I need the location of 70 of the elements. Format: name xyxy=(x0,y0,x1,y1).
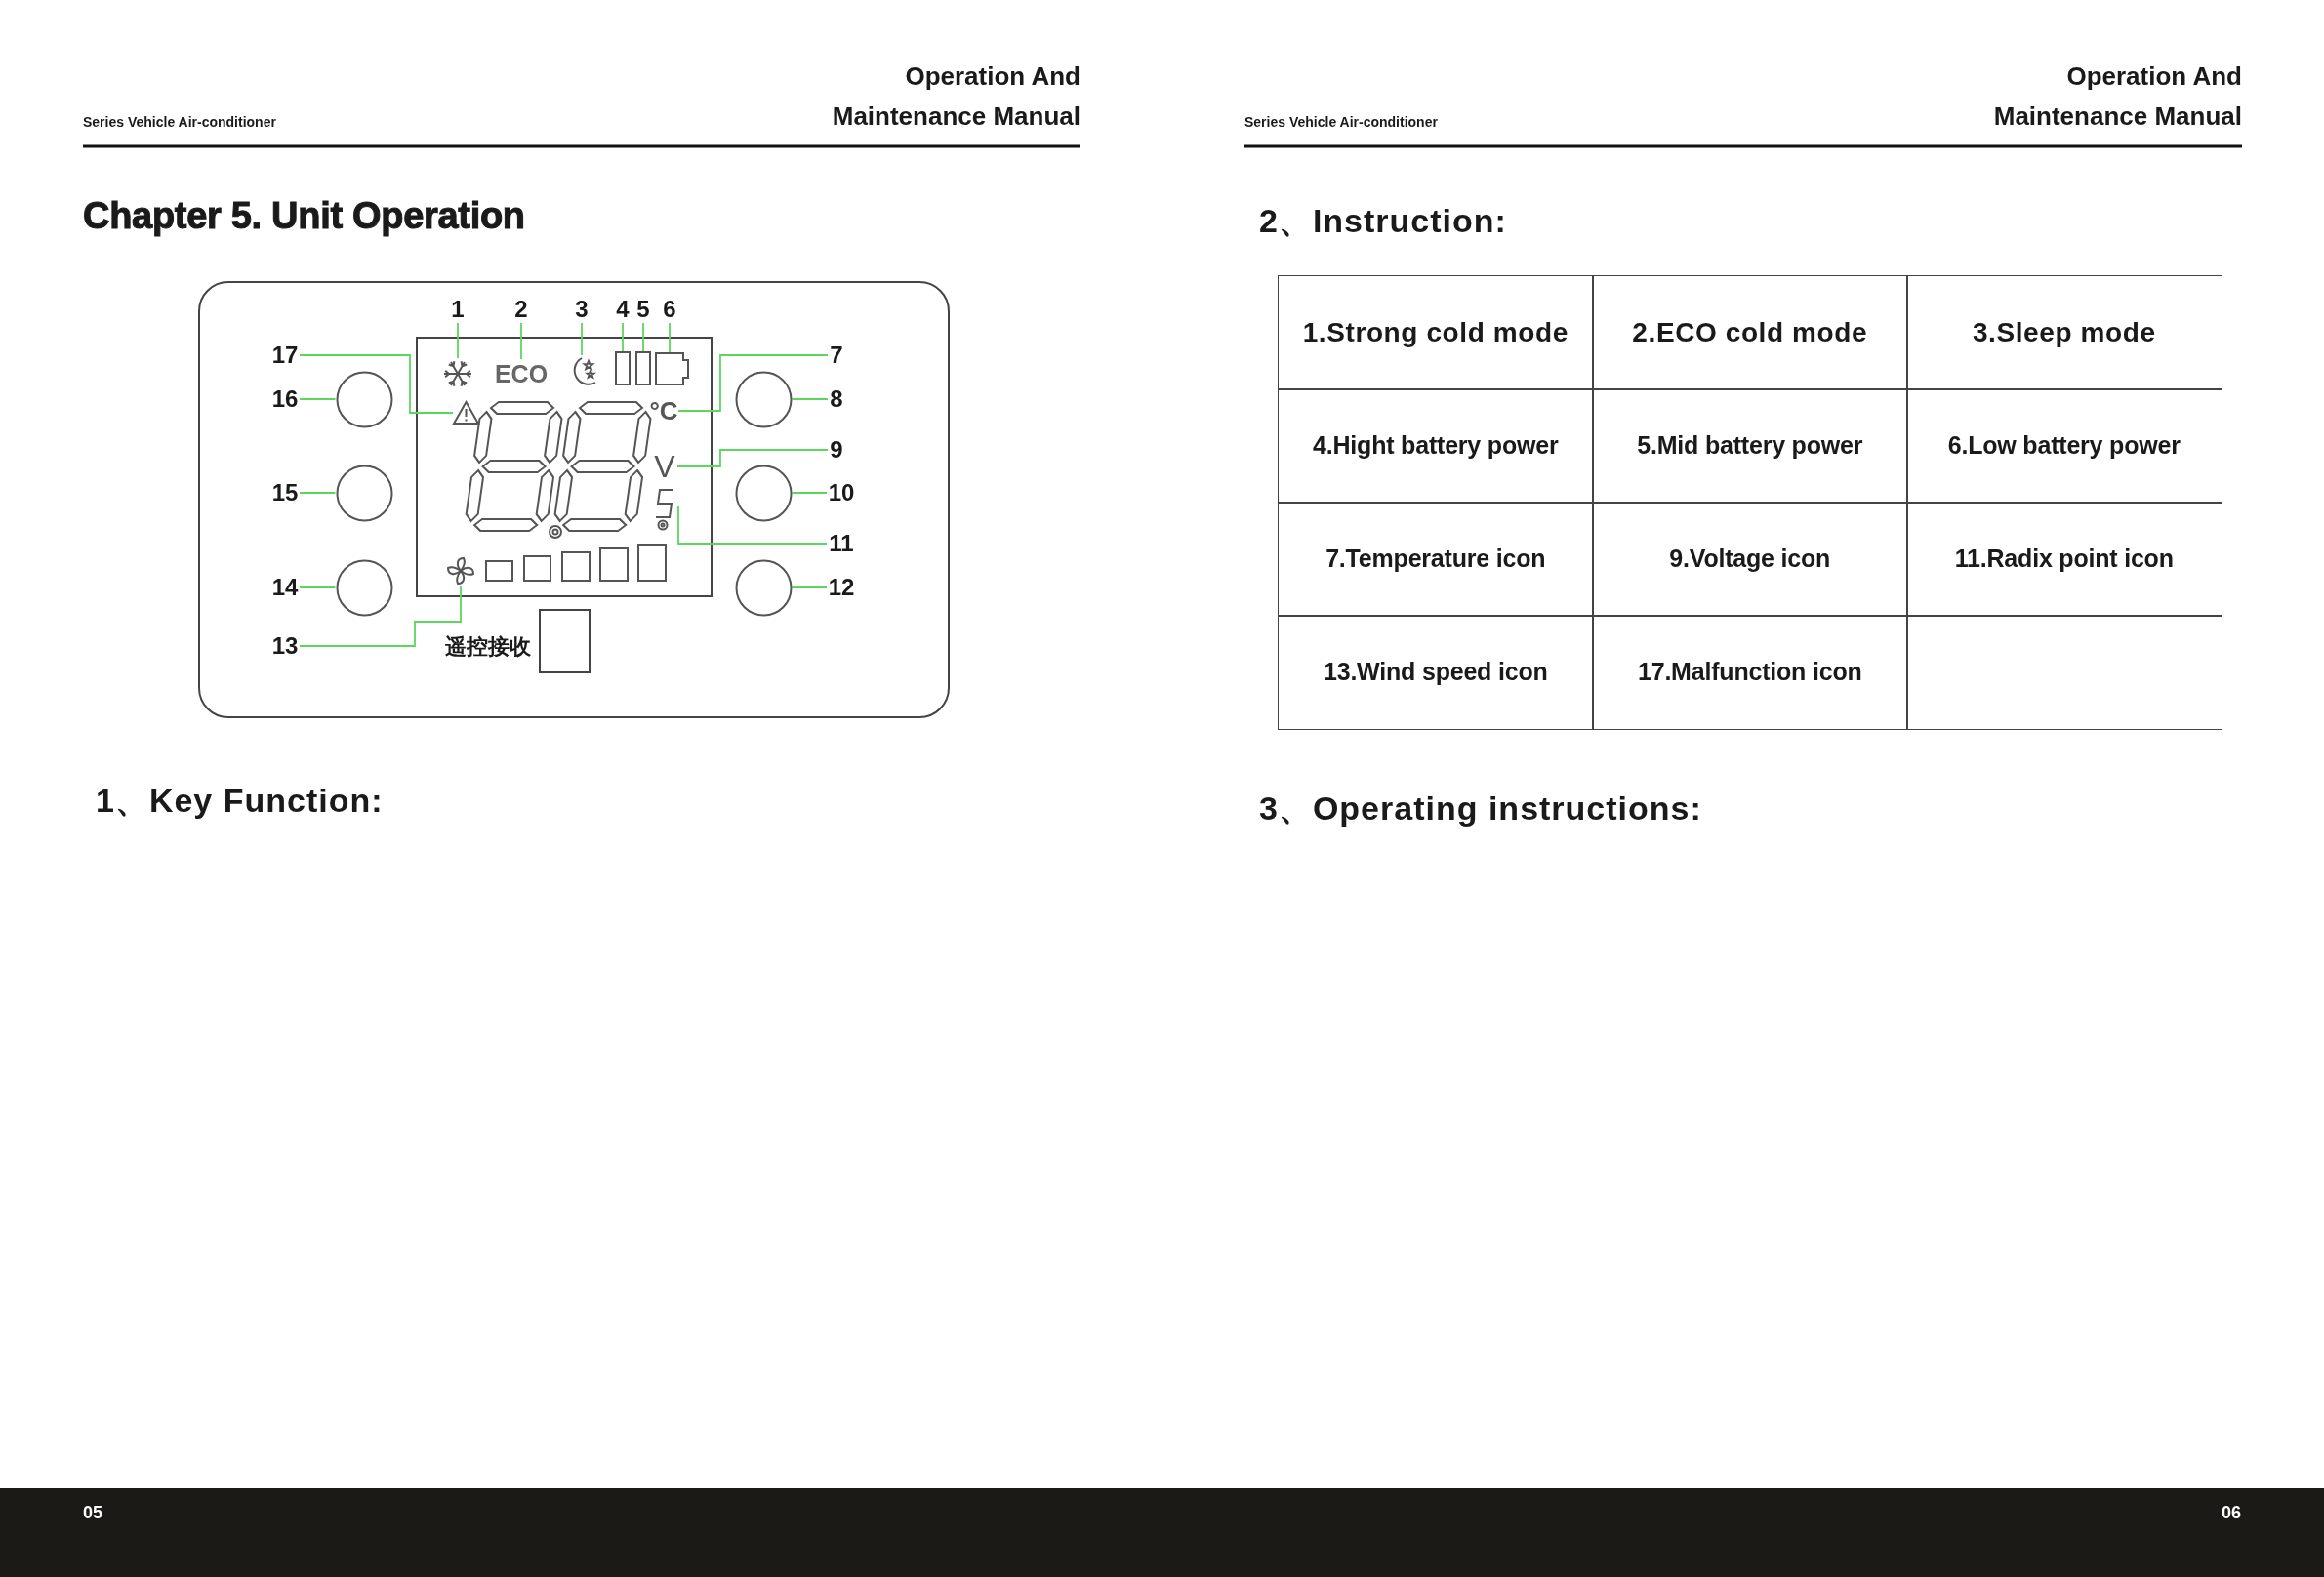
page-number: 06 xyxy=(2220,1503,2241,1523)
leader-line xyxy=(669,322,671,353)
table-cell: 9.Voltage icon xyxy=(1592,502,1908,617)
table-cell: 13.Wind speed icon xyxy=(1278,615,1594,730)
section-heading: 3、Operating instructions: xyxy=(1259,788,1702,829)
table-cell: 7.Temperature icon xyxy=(1278,502,1594,617)
leader-line xyxy=(677,354,829,412)
battery-icon xyxy=(655,352,689,385)
leader-line xyxy=(299,585,462,647)
callout-number: 16 xyxy=(270,385,300,413)
leader-line xyxy=(457,322,459,359)
section-heading: 1、Key Function: xyxy=(96,781,384,821)
table-cell: 6.Low battery power xyxy=(1906,388,2222,504)
bar-icon xyxy=(615,351,631,385)
chapter-heading: Chapter 5. Unit Operation xyxy=(83,195,525,237)
table-cell: 1.Strong cold mode xyxy=(1278,275,1594,390)
callout-number: 10 xyxy=(827,479,856,506)
header-text: Operation And Maintenance Manual xyxy=(1992,61,2242,133)
table-cell: 3.Sleep mode xyxy=(1906,275,2222,390)
leader-line xyxy=(677,505,828,545)
callout-number: 9 xyxy=(828,436,845,464)
leader-line xyxy=(299,354,454,414)
leader-line xyxy=(622,322,624,352)
header-subtitle: Series Vehicle Air-conditioner xyxy=(1244,114,1438,130)
callout-number: 3 xyxy=(573,296,591,323)
leader-line xyxy=(791,398,829,400)
leader-line xyxy=(791,586,828,588)
leader-line xyxy=(791,492,828,494)
round-button xyxy=(734,370,793,428)
page-number: 05 xyxy=(83,1503,103,1523)
callout-number: 4 xyxy=(615,296,631,323)
header-text: Operation And Maintenance Manual xyxy=(831,61,1080,133)
leader-line xyxy=(676,449,829,467)
callout-number: 8 xyxy=(828,385,845,413)
leader-line xyxy=(581,322,583,356)
bar-icon xyxy=(635,351,651,385)
callout-number: 11 xyxy=(827,530,856,557)
node-label: 遥控接收 xyxy=(444,633,531,661)
leader-line xyxy=(642,322,644,352)
eco-indicator: ECO xyxy=(495,359,548,388)
header-subtitle: Series Vehicle Air-conditioner xyxy=(83,114,276,130)
table-cell: 5.Mid battery power xyxy=(1592,388,1908,504)
callout-number: 15 xyxy=(270,479,300,506)
callout-number: 2 xyxy=(512,296,530,323)
table-cell: 2.ECO cold mode xyxy=(1592,275,1908,390)
round-button xyxy=(335,370,393,428)
round-button xyxy=(734,464,793,522)
callout-number: 17 xyxy=(270,342,300,369)
round-button xyxy=(734,558,793,617)
round-button xyxy=(335,464,393,522)
callout-number: 5 xyxy=(635,296,651,323)
table-cell: 17.Malfunction icon xyxy=(1592,615,1908,730)
callout-number: 1 xyxy=(449,296,467,323)
callout-number: 7 xyxy=(828,342,845,369)
callout-number: 6 xyxy=(662,296,677,323)
unit-symbol: V xyxy=(652,451,677,482)
leader-line xyxy=(299,586,337,588)
fan-icon xyxy=(446,556,475,586)
round-button xyxy=(335,558,393,617)
callout-number: 13 xyxy=(270,632,300,660)
table-cell: 4.Hight battery power xyxy=(1278,388,1594,504)
leader-line xyxy=(299,492,337,494)
callout-number: 12 xyxy=(827,574,856,601)
unit-symbol: °C xyxy=(649,395,678,426)
warning-icon xyxy=(453,401,479,425)
table-cell: 11.Radix point icon xyxy=(1906,502,2222,617)
leader-line xyxy=(299,398,337,400)
callout-number: 14 xyxy=(270,574,300,601)
section-heading: 2、Instruction: xyxy=(1259,201,1507,241)
leader-line xyxy=(520,322,522,360)
